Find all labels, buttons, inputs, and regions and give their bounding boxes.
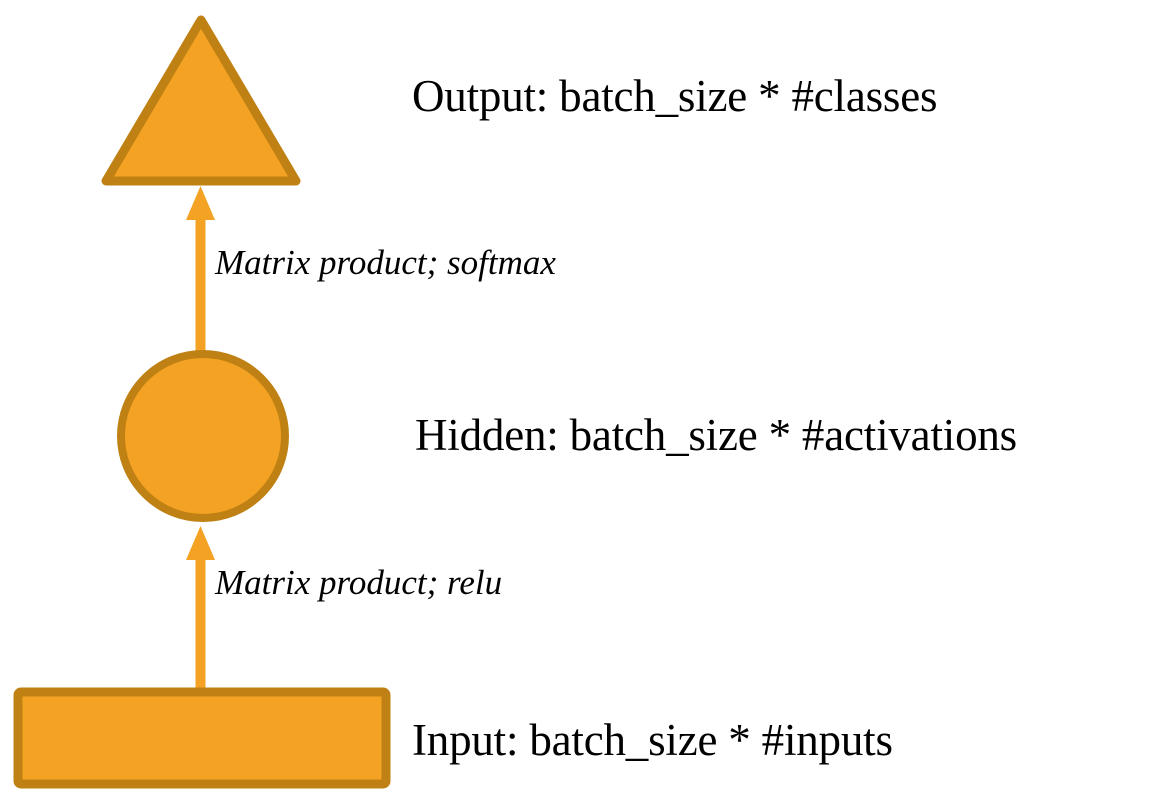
- node-label-input: Input: batch_size * #inputs: [412, 715, 893, 765]
- node-input-rectangle[interactable]: [13, 687, 391, 789]
- node-hidden-circle[interactable]: [117, 350, 289, 522]
- circle-shape[interactable]: [117, 350, 289, 522]
- edge-input-to-hidden: [186, 526, 215, 692]
- triangle-shape[interactable]: [101, 15, 301, 186]
- arrow-shaft-input-to-hidden: [195, 556, 206, 692]
- rectangle-shape[interactable]: [13, 687, 391, 789]
- node-label-hidden: Hidden: batch_size * #activations: [415, 410, 1017, 460]
- arrow-head-hidden-to-output: [186, 186, 215, 226]
- node-output-triangle[interactable]: [101, 15, 301, 186]
- edge-label-input-to-hidden: Matrix product; relu: [215, 563, 503, 602]
- edge-label-hidden-to-output: Matrix product; softmax: [215, 243, 556, 282]
- node-label-output: Output: batch_size * #classes: [412, 71, 938, 121]
- arrow-head-input-to-hidden: [186, 526, 215, 566]
